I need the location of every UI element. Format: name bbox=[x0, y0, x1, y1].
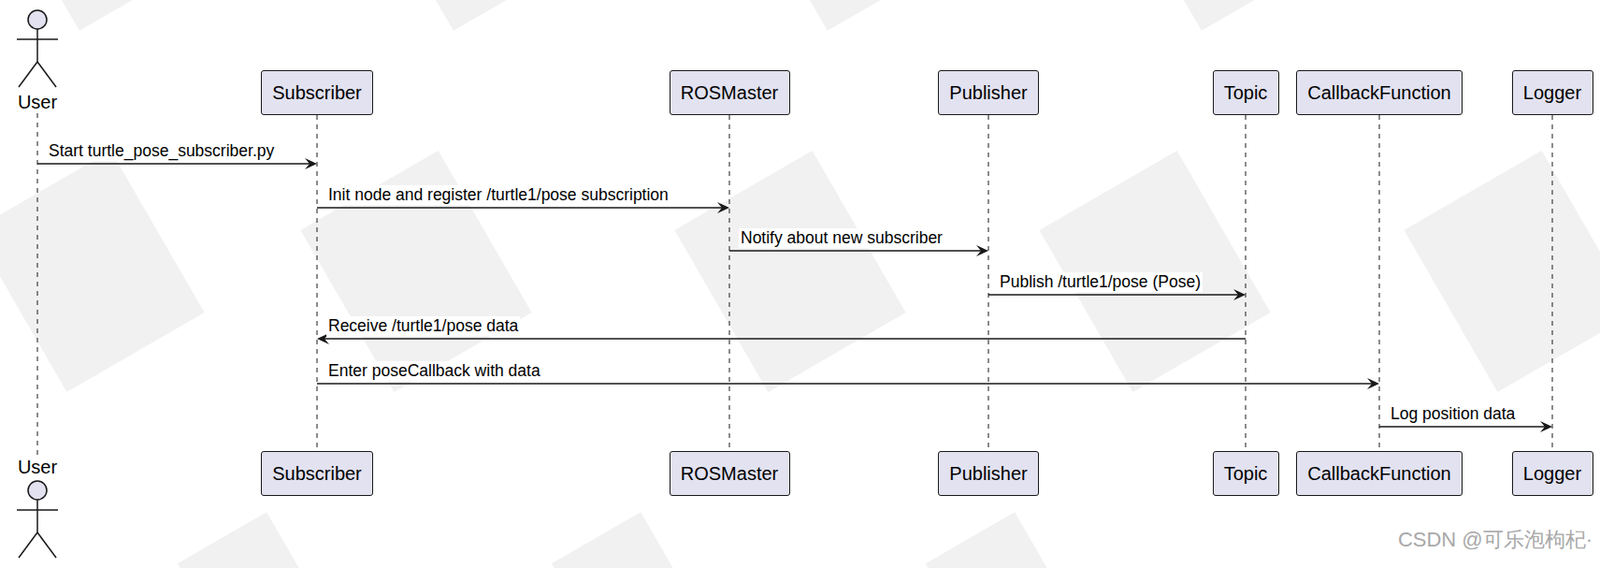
actor-figure bbox=[9, 477, 66, 563]
participant-name: CallbackFunction bbox=[1307, 462, 1451, 485]
participant-name: Publisher bbox=[949, 462, 1027, 485]
participant-box: Topic bbox=[1212, 70, 1280, 116]
message-arrow bbox=[324, 338, 1246, 340]
participant-name: ROSMaster bbox=[680, 82, 779, 104]
participant-box: Subscriber bbox=[260, 70, 374, 116]
lifeline bbox=[1245, 115, 1247, 451]
message-arrow bbox=[729, 250, 981, 252]
message-label: Notify about new subscriber bbox=[738, 228, 945, 248]
participant-box: Publisher bbox=[937, 450, 1039, 496]
message-arrow bbox=[37, 163, 310, 165]
participant-box: CallbackFunction bbox=[1296, 450, 1463, 496]
message-arrow bbox=[1379, 426, 1545, 428]
participant-name: Subscriber bbox=[272, 82, 362, 104]
lifeline bbox=[1379, 115, 1381, 451]
message-label: Publish /turtle1/pose (Pose) bbox=[997, 272, 1203, 292]
participant-name: Publisher bbox=[949, 82, 1027, 104]
participant-name: Logger bbox=[1523, 462, 1582, 485]
message-arrow bbox=[317, 207, 722, 209]
message-label: Enter poseCallback with data bbox=[326, 360, 543, 381]
message-label: Init node and register /turtle1/pose sub… bbox=[326, 185, 671, 205]
lifeline bbox=[1552, 115, 1554, 451]
participant-box: ROSMaster bbox=[669, 70, 791, 116]
lifeline bbox=[988, 115, 990, 451]
participant-name: User bbox=[3, 91, 72, 114]
participant-box: CallbackFunction bbox=[1296, 70, 1463, 116]
participant-name: CallbackFunction bbox=[1307, 82, 1451, 104]
participant-name: Topic bbox=[1224, 462, 1269, 485]
watermark-text: CSDN @可乐泡枸杞· bbox=[1398, 525, 1593, 554]
participant-box: Publisher bbox=[937, 70, 1039, 116]
participant-box: Topic bbox=[1212, 450, 1280, 496]
participant-name: Subscriber bbox=[272, 462, 362, 485]
participant-box: Subscriber bbox=[260, 450, 374, 496]
lifeline bbox=[317, 115, 318, 451]
lifeline bbox=[37, 113, 39, 457]
arrow-head bbox=[1540, 420, 1553, 433]
arrow-head bbox=[1367, 377, 1380, 390]
message-arrow bbox=[317, 383, 1372, 385]
message-label: Log position data bbox=[1388, 403, 1517, 424]
actor-figure bbox=[9, 7, 66, 92]
message-label: Receive /turtle1/pose data bbox=[326, 316, 520, 336]
message-label: Start turtle_pose_subscriber.py bbox=[46, 141, 276, 161]
participant-name: Topic bbox=[1224, 82, 1269, 104]
participant-box: Logger bbox=[1512, 70, 1594, 116]
actor: User bbox=[3, 7, 72, 114]
arrow-head bbox=[717, 201, 730, 214]
participant-box: Logger bbox=[1512, 450, 1594, 496]
participant-box: ROSMaster bbox=[669, 450, 791, 496]
lifeline bbox=[729, 115, 731, 451]
actor: User bbox=[3, 456, 72, 563]
participant-name: Logger bbox=[1523, 82, 1582, 104]
arrow-head bbox=[1233, 288, 1246, 301]
message-arrow bbox=[988, 294, 1239, 296]
arrow-head bbox=[976, 245, 989, 257]
participant-name: ROSMaster bbox=[680, 462, 779, 485]
participant-name: User bbox=[3, 456, 72, 478]
arrow-head bbox=[304, 158, 318, 170]
